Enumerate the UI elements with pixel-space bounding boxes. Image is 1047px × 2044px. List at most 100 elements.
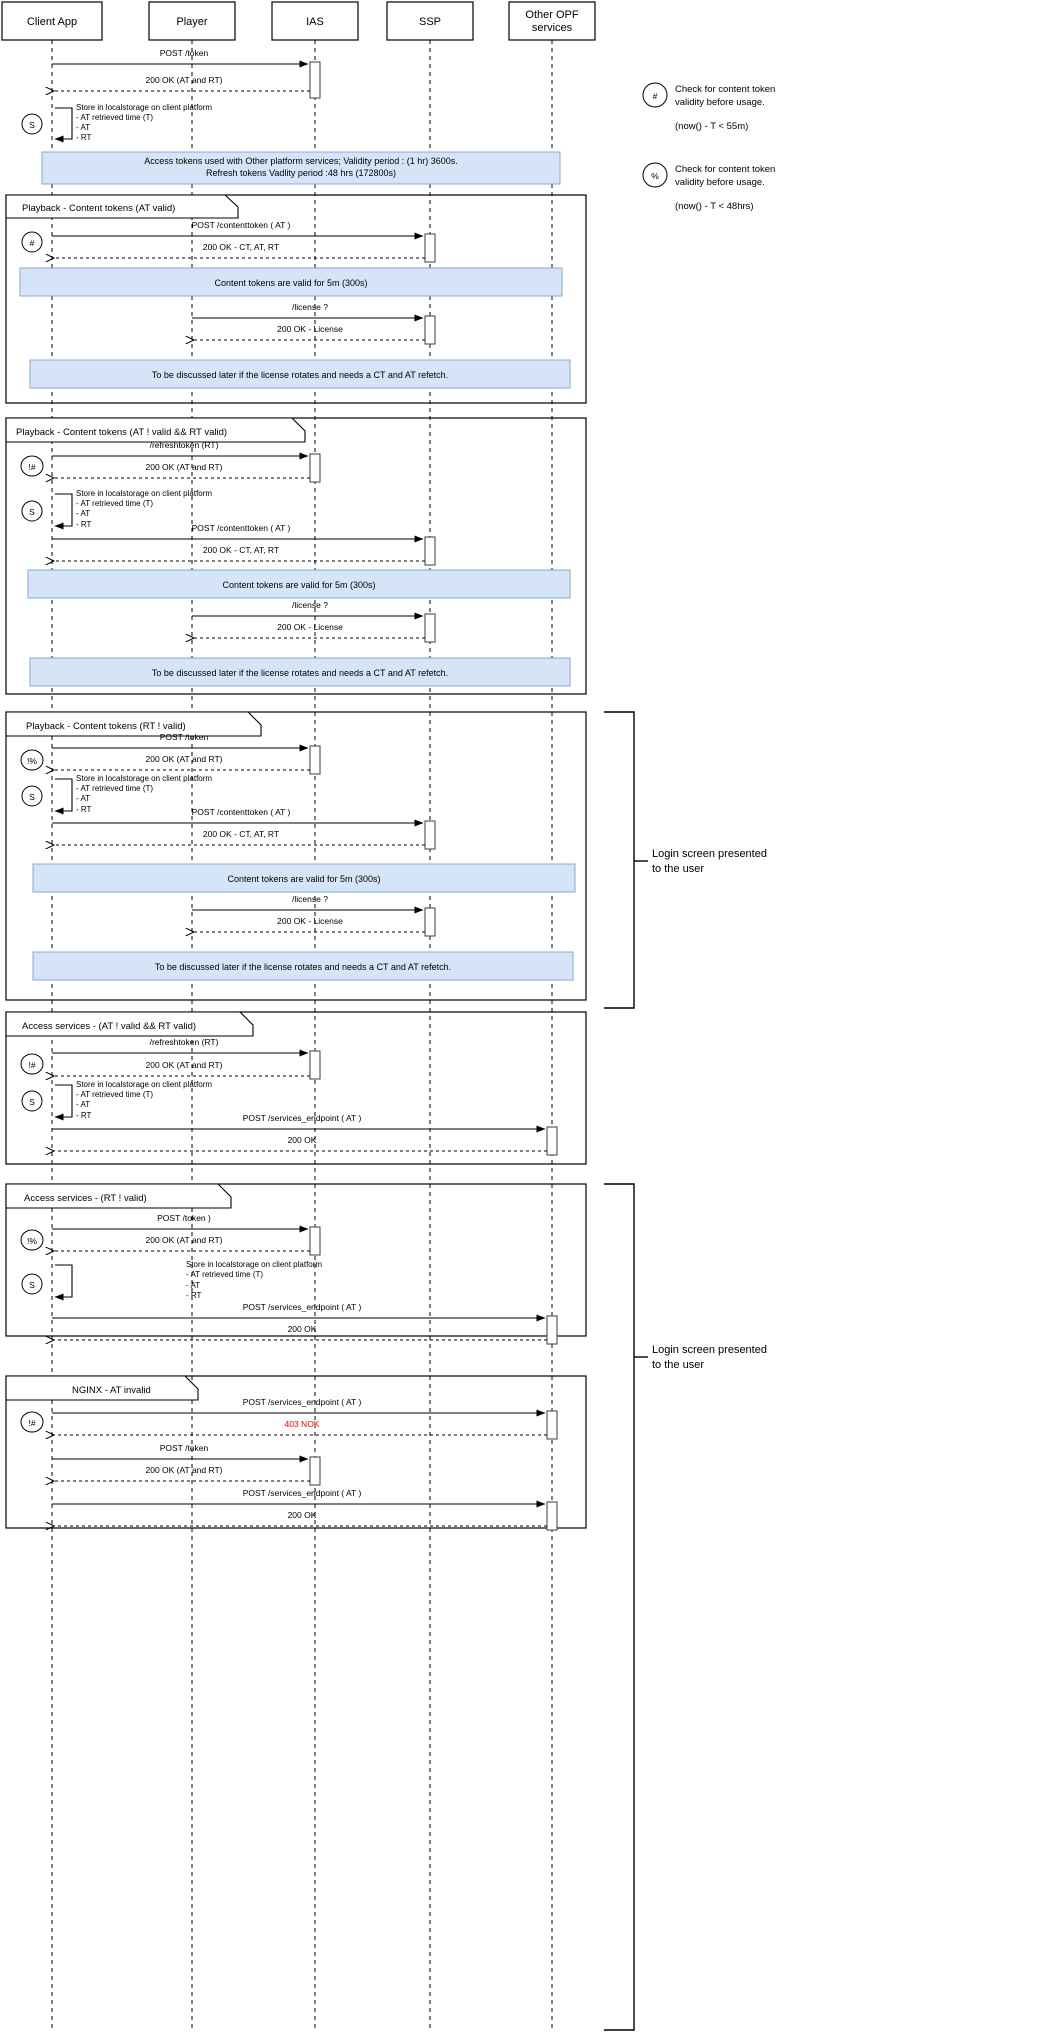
legend-percent-symbol: %	[651, 171, 659, 181]
lifeline-label-ias: IAS	[306, 16, 324, 28]
self-note-item0-initial: - AT retrieved time (T)	[76, 113, 153, 122]
self-note-title-3: Store in localstorage on client platform	[76, 774, 212, 783]
msg-label-ok-at-rt-initial: 200 OK (AT and RT)	[145, 75, 222, 85]
msg-label-post-contenttoken-2: POST /contenttoken ( AT )	[192, 523, 291, 533]
fragment-border-2	[5, 417, 587, 695]
marker-check-rt-label-3: !%	[27, 756, 37, 766]
marker-store-label-5: S	[29, 1280, 35, 1290]
note-license-rotate-text-1: To be discussed later if the license rot…	[152, 370, 448, 380]
fragment-label-1: Playback - Content tokens (AT valid)	[22, 203, 175, 214]
self-msg-store-4	[54, 1084, 73, 1121]
msg-label-ok-license-1: 200 OK - License	[277, 324, 343, 334]
marker-store-icon-3	[21, 785, 43, 807]
msg-label-ok-at-rt-3: 200 OK (AT and RT)	[145, 754, 222, 764]
note-access-tokens-line2: Refresh tokens Vadlity period :48 hrs (1…	[206, 168, 396, 178]
self-msg-store-3	[54, 778, 73, 815]
self-note-title-initial: Store in localstorage on client platform	[76, 103, 212, 112]
note-content-valid-3	[32, 863, 576, 893]
fragment-tab-6	[5, 1375, 199, 1401]
self-note-item2-2: - RT	[76, 520, 92, 529]
legend: # Check for content token validity befor…	[642, 82, 775, 212]
brace-text-2-line2: to the user	[652, 1359, 704, 1371]
marker-content-label-1: #	[30, 238, 35, 248]
msg-label-refreshtoken-2: /refreshtoken (RT)	[150, 440, 219, 450]
self-note-item2-4: - RT	[76, 1111, 92, 1120]
msg-label-ok-at-rt-6: 200 OK (AT and RT)	[145, 1465, 222, 1475]
initial-token-sequence: POST /token 200 OK (AT and RT) S Store i…	[21, 48, 561, 185]
msg-label-ok-200-4: 200 OK	[288, 1135, 317, 1145]
msg-label-refreshtoken-4: /refreshtoken (RT)	[150, 1037, 219, 1047]
msg-label-403-nok: 403 NOK	[285, 1419, 320, 1429]
self-note-item1-2: - AT	[76, 509, 90, 518]
fragment-border-5	[5, 1183, 587, 1337]
fragment-access-services-at-invalid: Access services - (AT ! valid && RT vali…	[5, 1011, 587, 1165]
self-note-title-5: Store in localstorage on client platform	[186, 1260, 322, 1269]
activation-ias-2	[309, 453, 321, 483]
activation-ias-5	[309, 1226, 321, 1256]
self-msg-store-initial	[54, 107, 73, 143]
activation-opf-4	[546, 1126, 558, 1156]
marker-store-label-3: S	[29, 792, 35, 802]
lifeline-box-player	[148, 1, 236, 41]
activation-opf-5	[546, 1315, 558, 1345]
msg-label-ok-at-rt-5: 200 OK (AT and RT)	[145, 1235, 222, 1245]
msg-label-post-services-6a: POST /services_endpoint ( AT )	[243, 1397, 362, 1407]
msg-label-ok-ct-1: 200 OK - CT, AT, RT	[203, 242, 279, 252]
annotation-brace-1: Login screen presented to the user	[604, 711, 767, 1009]
lifeline-label-client: Client App	[27, 16, 77, 28]
fragment-border-1	[5, 194, 587, 404]
marker-store-label-initial: S	[29, 120, 35, 130]
marker-store-icon-2	[21, 500, 43, 522]
note-access-tokens	[41, 151, 561, 185]
fragment-playback-at-invalid-rt-valid: Playback - Content tokens (AT ! valid &&…	[5, 417, 587, 695]
fragment-tab-2	[5, 417, 306, 443]
msg-label-post-contenttoken-1: POST /contenttoken ( AT )	[192, 220, 291, 230]
fragment-tab-1	[5, 194, 239, 219]
activation-ias-6	[309, 1456, 321, 1486]
note-license-rotate-2	[29, 657, 571, 687]
note-content-valid-text-1: Content tokens are valid for 5m (300s)	[214, 278, 367, 288]
activation-opf-6a	[546, 1410, 558, 1440]
note-content-valid-2	[27, 569, 571, 599]
lifeline-box-ssp	[386, 1, 474, 41]
marker-check-rt-icon-3	[20, 749, 44, 771]
activation-ssp-1	[424, 233, 436, 263]
msg-label-ok-200-6: 200 OK	[288, 1510, 317, 1520]
note-content-valid-1	[19, 267, 563, 297]
lifeline-label-ssp: SSP	[419, 16, 441, 28]
brace-text-1-line1: Login screen presented	[652, 848, 767, 860]
activation-ssp-license-3	[424, 907, 436, 937]
activation-opf-6b	[546, 1501, 558, 1531]
msg-label-license-req-3: /license ?	[292, 894, 328, 904]
activation-ias-initial	[309, 61, 321, 99]
self-note-title-2: Store in localstorage on client platform	[76, 489, 212, 498]
brace-text-2-line1: Login screen presented	[652, 1344, 767, 1356]
note-license-rotate-text-3: To be discussed later if the license rot…	[155, 962, 451, 972]
fragment-tab-4	[5, 1011, 254, 1037]
msg-label-post-token-6: POST /token	[160, 1443, 209, 1453]
marker-content-icon-1	[21, 231, 43, 253]
fragment-label-2: Playback - Content tokens (AT ! valid &&…	[16, 427, 227, 438]
lifeline-headers: Client App Player IAS SSP Other OPF serv…	[1, 1, 596, 41]
fragment-label-3: Playback - Content tokens (RT ! valid)	[26, 721, 186, 732]
marker-store-label-4: S	[29, 1097, 35, 1107]
marker-check-at-label-2: !#	[28, 462, 35, 472]
legend-hash-line1: Check for content token	[675, 84, 775, 95]
legend-percent-condition: (now() - T < 48hrs)	[675, 201, 754, 212]
msg-label-post-contenttoken-3: POST /contenttoken ( AT )	[192, 807, 291, 817]
msg-label-post-token-5: POST /token )	[157, 1213, 211, 1223]
self-note-item1-4: - AT	[76, 1100, 90, 1109]
msg-label-ok-ct-2: 200 OK - CT, AT, RT	[203, 545, 279, 555]
marker-store-label-2: S	[29, 507, 35, 517]
legend-hash-condition: (now() - T < 55m)	[675, 121, 748, 132]
marker-check-at-label-6: !#	[28, 1418, 35, 1428]
self-note-item0-5: - AT retrieved time (T)	[186, 1270, 263, 1279]
msg-label-post-services-4: POST /services_endpoint ( AT )	[243, 1113, 362, 1123]
fragment-playback-at-valid: Playback - Content tokens (AT valid) # P…	[5, 194, 587, 404]
self-note-item0-3: - AT retrieved time (T)	[76, 784, 153, 793]
annotation-brace-2: Login screen presented to the user	[604, 1183, 767, 2031]
legend-hash-icon	[642, 82, 668, 108]
self-note-item0-2: - AT retrieved time (T)	[76, 499, 153, 508]
marker-check-at-icon-2	[20, 455, 44, 477]
